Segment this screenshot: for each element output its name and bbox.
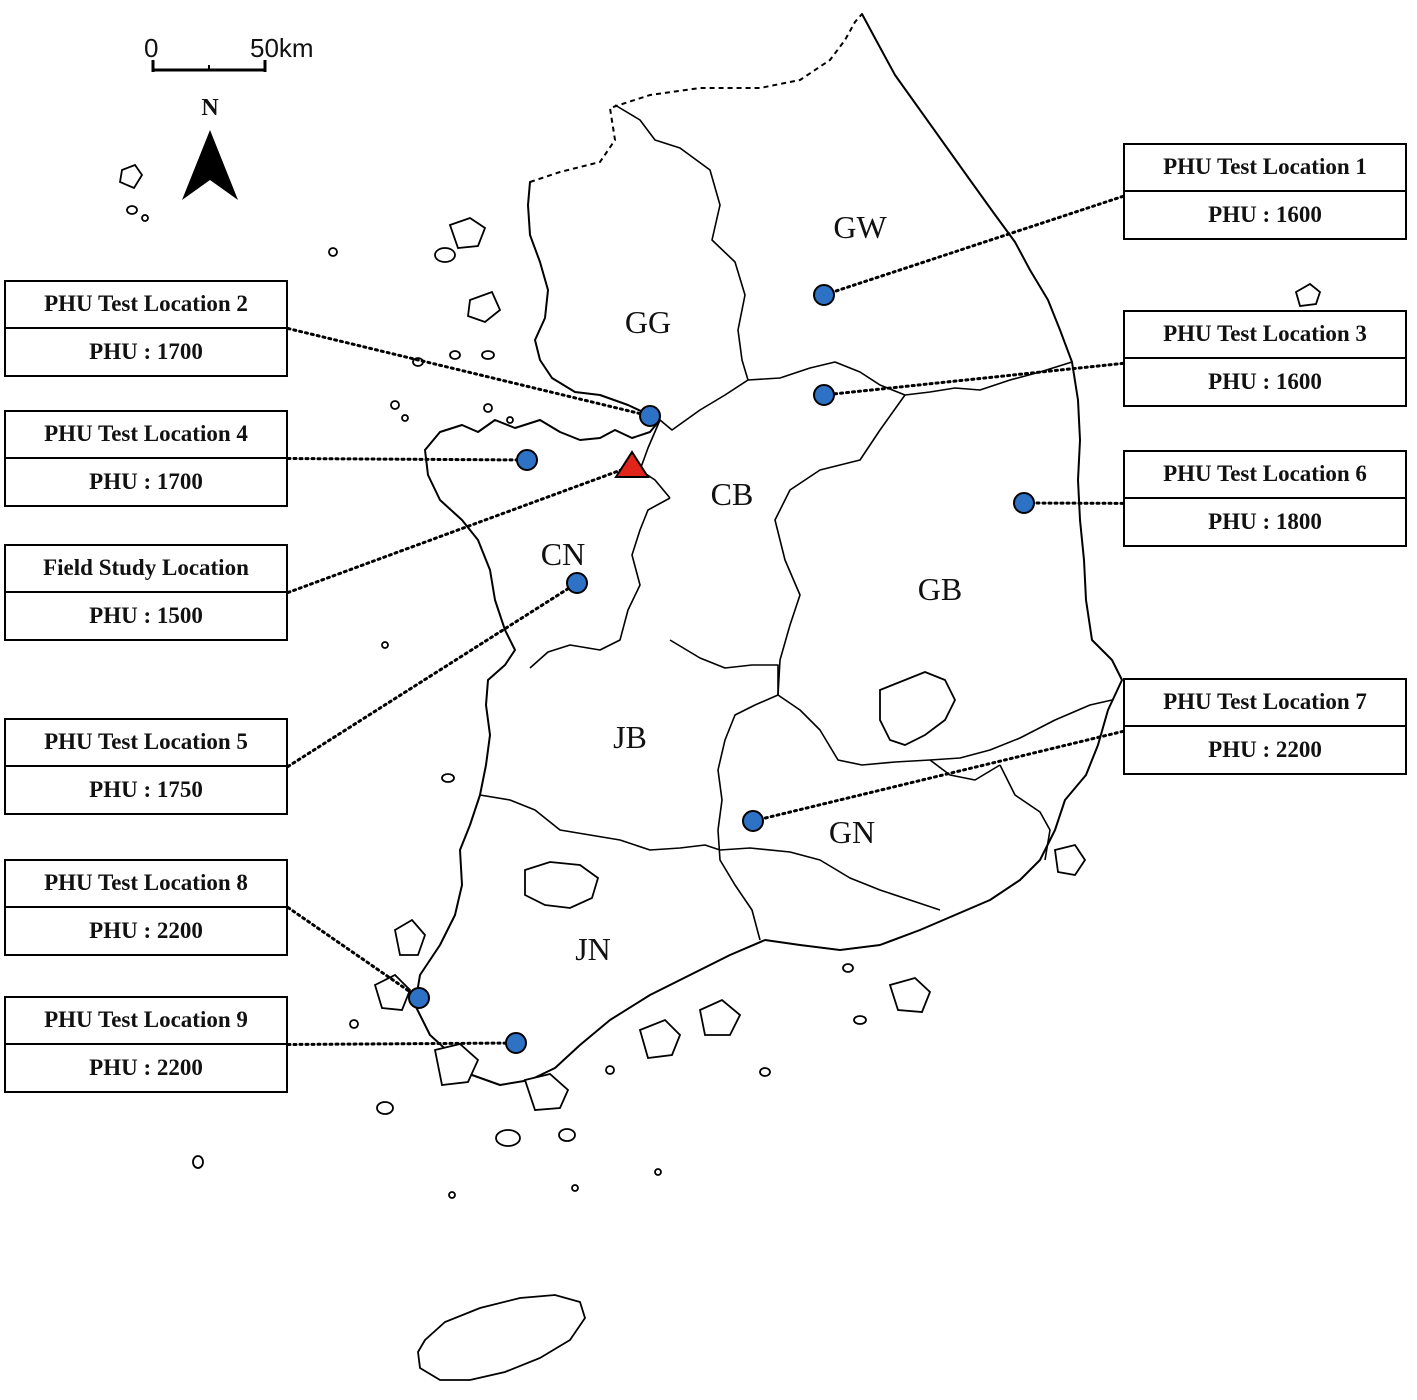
north-label: N: [201, 95, 219, 121]
leader-line-4: [286, 457, 529, 462]
leader-line-10: [286, 1041, 518, 1046]
north-arrow: N: [182, 95, 238, 200]
dmz-boundary: [529, 13, 863, 183]
leader-line-8: [751, 729, 1125, 823]
scale-bar-end: 50km: [250, 33, 314, 63]
callout-title: PHU Test Location 5: [6, 720, 286, 767]
test-location-marker-9: [408, 987, 430, 1009]
callout-title: PHU Test Location 7: [1125, 680, 1405, 727]
callout-value: PHU : 2200: [89, 917, 203, 943]
region-label-cb: CB: [711, 476, 754, 512]
leader-line-7: [286, 581, 579, 768]
callout-title: Field Study Location: [6, 546, 286, 593]
callout-title: PHU Test Location 2: [6, 282, 286, 329]
scale-bar: 0 50km: [144, 33, 314, 72]
leader-line-1: [822, 194, 1125, 297]
region-label-gn: GN: [829, 814, 875, 850]
test-location-marker-7: [566, 572, 588, 594]
callout-title: PHU Test Location 9: [6, 998, 286, 1045]
callout-title: PHU Test Location 6: [1125, 452, 1405, 499]
region-label-cn: CN: [541, 536, 585, 572]
provincial-borders: [479, 104, 1113, 941]
leader-lines: [286, 194, 1125, 1046]
region-label-jb: JB: [613, 719, 647, 755]
test-location-marker-8: [742, 810, 764, 832]
callout-value: PHU : 1600: [1208, 368, 1322, 394]
callout-value: PHU : 1700: [89, 468, 203, 494]
region-label-gw: GW: [833, 209, 887, 245]
north-arrow-icon: [182, 130, 238, 200]
callout-title: PHU Test Location 4: [6, 412, 286, 459]
callout-7: PHU Test Location 5 PHU : 1750: [4, 718, 288, 815]
callout-9: PHU Test Location 8 PHU : 2200: [4, 859, 288, 956]
test-location-marker-2: [639, 405, 661, 427]
callout-5: PHU Test Location 6 PHU : 1800: [1123, 450, 1407, 547]
callout-title: PHU Test Location 3: [1125, 312, 1405, 359]
callout-3: PHU Test Location 3 PHU : 1600: [1123, 310, 1407, 407]
callout-value: PHU : 1750: [89, 776, 203, 802]
test-location-marker-1: [813, 284, 835, 306]
callout-value: PHU : 1700: [89, 338, 203, 364]
field-study-marker: [614, 450, 650, 478]
test-location-marker-3: [813, 384, 835, 406]
callout-2: PHU Test Location 2 PHU : 1700: [4, 280, 288, 377]
location-markers: [408, 284, 1035, 1054]
region-label-gb: GB: [918, 571, 962, 607]
callout-value: PHU : 1800: [1208, 508, 1322, 534]
region-label-jn: JN: [575, 931, 611, 967]
callout-title: PHU Test Location 1: [1125, 145, 1405, 192]
callout-value: PHU : 1500: [89, 602, 203, 628]
leader-line-2: [286, 327, 652, 418]
callout-value: PHU : 2200: [89, 1054, 203, 1080]
inland-lake-gb: [879, 671, 957, 746]
region-label-gg: GG: [625, 304, 671, 340]
callout-title: PHU Test Location 8: [6, 861, 286, 908]
region-labels: GW GG CB CN GB JB GN JN: [541, 209, 962, 967]
callout-value: PHU : 1600: [1208, 201, 1322, 227]
scale-bar-start: 0: [144, 33, 158, 63]
callout-10: PHU Test Location 9 PHU : 2200: [4, 996, 288, 1093]
leader-line-9: [286, 906, 421, 1000]
mainland-outline: [414, 13, 1123, 1086]
callout-8: PHU Test Location 7 PHU : 2200: [1123, 678, 1407, 775]
callout-4: PHU Test Location 4 PHU : 1700: [4, 410, 288, 507]
callout-value: PHU : 2200: [1208, 736, 1322, 762]
callout-1: PHU Test Location 1 PHU : 1600: [1123, 143, 1407, 240]
leader-line-3: [822, 361, 1125, 397]
inland-lake-jn: [524, 861, 600, 909]
islands: [118, 163, 1322, 1381]
test-location-marker-4: [516, 449, 538, 471]
leader-line-6: [286, 464, 634, 594]
test-location-marker-5: [1013, 492, 1035, 514]
test-location-marker-10: [505, 1032, 527, 1054]
